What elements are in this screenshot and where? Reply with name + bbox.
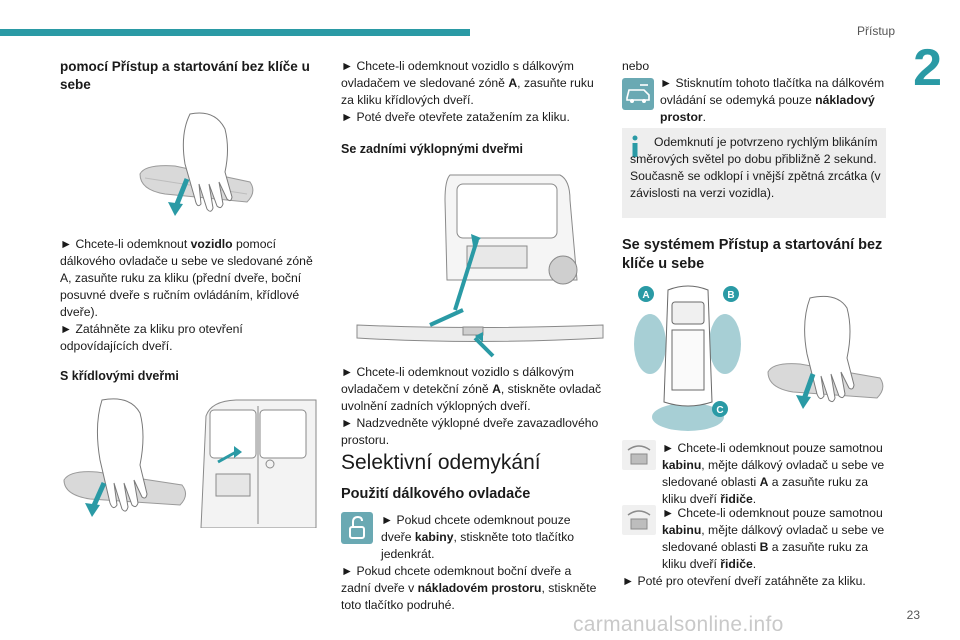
info-box <box>622 128 886 218</box>
col2-subheading: Se zadními výklopnými dveřmi <box>341 142 524 156</box>
col3-heading: Se systémem Přístup a startování bez klí… <box>622 237 883 272</box>
keyless-card-icon <box>622 505 656 535</box>
col3-paragraph-4: ► Poté pro otevření dveří zatáhněte za k… <box>622 574 866 588</box>
tailgate-van-illustration <box>356 174 604 358</box>
col1-heading: pomocí Přístup a startování bez klíče u … <box>60 59 310 92</box>
col3-paragraph-1: ► Stisknutím tohoto tlačítka na dálkovém… <box>660 76 885 124</box>
col2-paragraph-5: ► Pokud chcete odemknout pouze dveře kab… <box>381 513 575 561</box>
col3-paragraph-2: ► Chcete-li odemknout pouze samotnou kab… <box>662 441 885 506</box>
col2-paragraph-6: ► Pokud chcete odemknout boční dveře a z… <box>341 564 597 612</box>
hand-on-driver-handle-illustration <box>767 295 884 409</box>
cargo-van-button-icon <box>622 78 654 110</box>
info-icon <box>627 134 643 158</box>
col3-or: nebo <box>622 59 650 73</box>
col2-paragraph-3: ► Chcete-li odemknout vozidlo s dálkovým… <box>341 365 602 413</box>
header-accent-bar <box>0 29 470 36</box>
col1-paragraph-2: ► Zatáhněte za kliku pro otevření odpoví… <box>60 322 243 353</box>
watermark: carmanualsonline.info <box>573 613 784 636</box>
col1-paragraph-1: ► Chcete-li odemknout vozidlo pomocí dál… <box>60 237 313 319</box>
info-text-1: Odemknutí je potvrzeno rychlým blikáním … <box>630 135 878 166</box>
page-number: 23 <box>906 608 920 622</box>
zone-c-label: C <box>716 405 723 416</box>
column-1: pomocí Přístup a startování bez klíče u … <box>60 58 322 94</box>
col2-paragraph-2: ► Poté dveře otevřete zatažením za kliku… <box>341 110 570 124</box>
unlock-button-icon <box>341 512 373 544</box>
col1-subheading: S křídlovými dveřmi <box>60 369 179 383</box>
keyless-zones-diagram: A B C <box>634 285 741 431</box>
section-title: Přístup <box>856 24 895 38</box>
keyless-card-icon <box>622 440 656 470</box>
col3-paragraph-3: ► Chcete-li odemknout pouze samotnou kab… <box>662 506 885 571</box>
col2-paragraph-4: ► Nadzvedněte výklopné dveře zavazadlové… <box>341 416 599 447</box>
hand-on-handle-illustration <box>139 112 254 216</box>
hand-on-wing-door-handle-illustration <box>63 398 186 517</box>
zone-a-label: A <box>642 290 649 301</box>
col2-paragraph-1: ► Chcete-li odemknout vozidlo s dálkovým… <box>341 59 594 107</box>
wing-doors-rear-illustration <box>200 399 317 528</box>
info-text-2: Současně se odklopí i vnější zpětná zrcá… <box>630 169 881 200</box>
section-subtitle-remote: Použití dálkového ovladače <box>341 486 531 502</box>
chapter-number: 2 <box>913 39 942 97</box>
zone-b-label: B <box>727 290 734 301</box>
section-title-selective: Selektivní odemykání <box>341 451 541 474</box>
